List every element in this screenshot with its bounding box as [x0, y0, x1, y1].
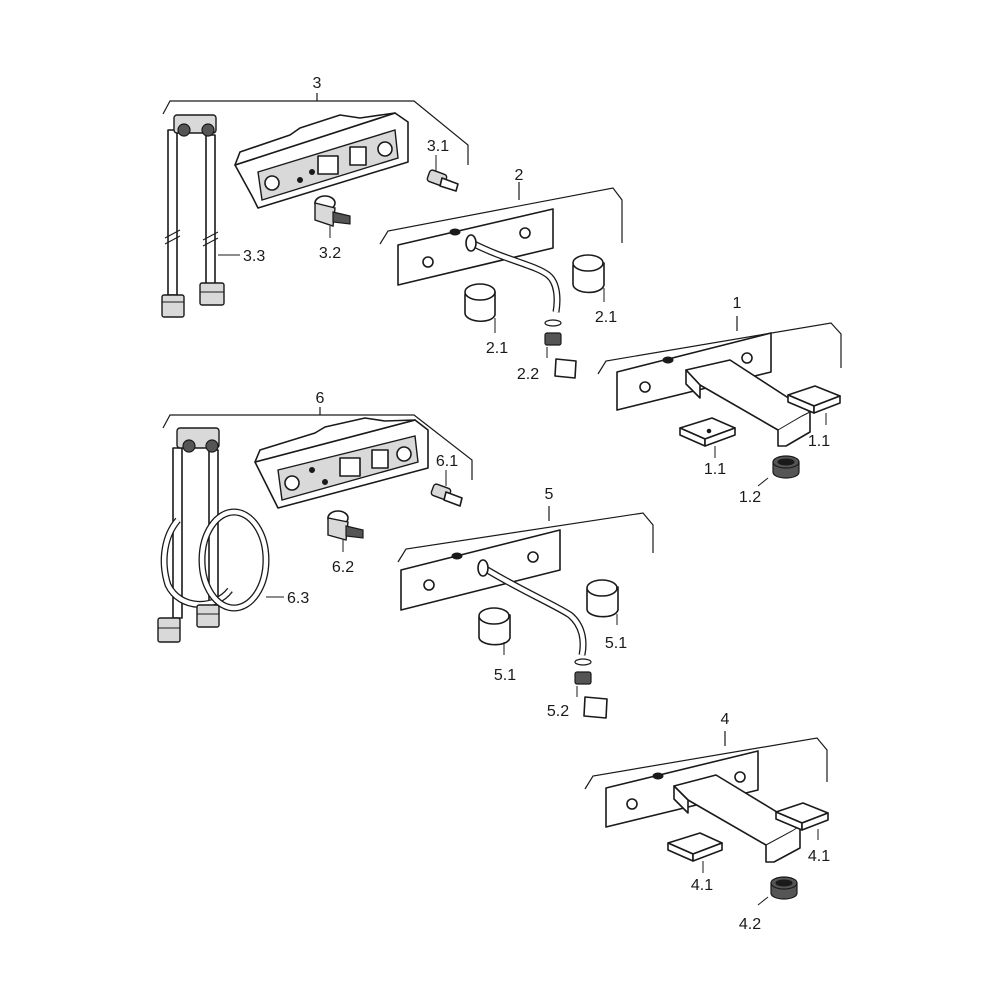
group-6-rough-in-set: 6 6.3: [157, 390, 473, 643]
group-4-square-spout-set: 4 4.1 4.1: [584, 711, 830, 933]
part-6-1-valve-cartridge: [430, 483, 463, 507]
part-5-1-handle-right: [586, 579, 619, 618]
part-1-1-lever-right: [787, 385, 841, 414]
part-4-1-label-right: 4.1: [808, 848, 830, 865]
group-2-round-spout-set: 2 2.1 2.1 2.2: [379, 167, 623, 383]
part-4-1-label-left: 4.1: [691, 877, 713, 894]
part-2-1-label-right: 2.1: [595, 309, 617, 326]
part-4-1-lever-right: [775, 802, 829, 831]
part-6-2-valve-cartridge: [327, 510, 364, 541]
group-1-square-spout-set: 1 1.1 1.1: [597, 295, 842, 506]
part-3-3-label: 3.3: [243, 248, 265, 265]
group-1-label: 1: [733, 295, 742, 312]
part-5-2-aerator: [574, 658, 608, 719]
group-3-bracket: [162, 93, 469, 165]
part-3-1-valve-cartridge: [426, 169, 459, 192]
part-1-2-label: 1.2: [739, 489, 761, 506]
part-2-1-label-left: 2.1: [486, 340, 508, 357]
part-2-1-handle-right: [572, 254, 605, 294]
part-5-1-handle-left: [478, 607, 511, 646]
group-5-round-spout-set: 5 5.1 5.1 5.2: [397, 486, 654, 720]
group-4-label: 4: [721, 711, 730, 728]
part-6-1-label: 6.1: [436, 453, 458, 470]
part-6-3-label: 6.3: [287, 590, 309, 607]
part-3-2-label: 3.2: [319, 245, 341, 262]
part-2-2-label: 2.2: [517, 366, 539, 383]
part-4-2-aerator: [770, 876, 798, 900]
spout-2: [465, 234, 561, 313]
group-6-bracket: [162, 407, 473, 480]
group-1-bracket: [597, 316, 842, 375]
group-4-bracket: [584, 731, 828, 790]
mounting-frame-3: [234, 112, 409, 209]
part-3-2-valve-cartridge: [314, 195, 351, 227]
part-1-1-lever-left: [679, 417, 736, 447]
part-1-1-label-right: 1.1: [808, 433, 830, 450]
part-5-2-label: 5.2: [547, 703, 569, 720]
group-6-label: 6: [316, 390, 325, 407]
group-5-bracket: [397, 506, 654, 563]
part-2-2-aerator: [544, 319, 577, 379]
mounting-frame-6: [254, 417, 429, 509]
square-spout-1: [685, 359, 811, 447]
part-2-1-handle-left: [464, 283, 496, 322]
square-spout-4: [673, 774, 801, 863]
group-2-bracket: [379, 182, 623, 245]
part-1-2-aerator: [772, 455, 800, 479]
spout-5: [477, 559, 587, 656]
part-4-2-label: 4.2: [739, 916, 761, 933]
part-5-1-label-right: 5.1: [605, 635, 627, 652]
part-6-3-flexible-hoses: [157, 427, 270, 643]
part-4-1-lever-left: [667, 832, 723, 862]
part-6-2-label: 6.2: [332, 559, 354, 576]
part-3-3-connection-pipes: [161, 114, 225, 318]
part-3-1-label: 3.1: [427, 138, 449, 155]
group-2-label: 2: [515, 167, 524, 184]
part-1-1-label-left: 1.1: [704, 461, 726, 478]
group-3-rough-in-set: 3 3.3: [161, 75, 469, 318]
group-5-label: 5: [545, 486, 554, 503]
group-3-label: 3: [313, 75, 322, 92]
part-5-1-label-left: 5.1: [494, 667, 516, 684]
